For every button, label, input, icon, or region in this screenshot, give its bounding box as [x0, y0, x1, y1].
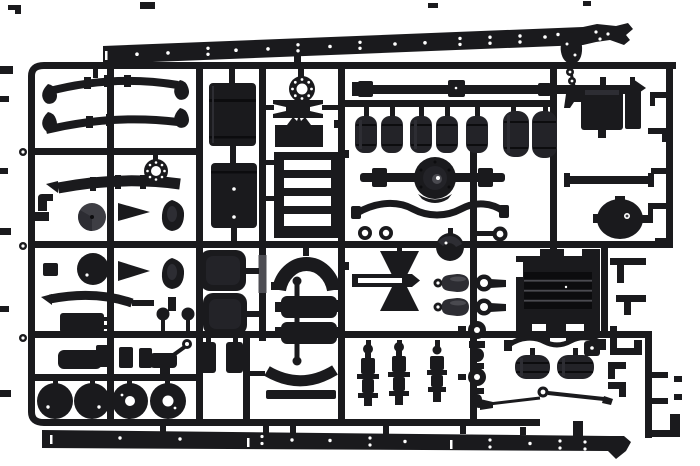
linkages: [475, 386, 613, 410]
crossmembers: [266, 100, 341, 238]
hub-stack: [458, 321, 486, 404]
radiator-plate: [514, 249, 600, 331]
wheel-arch: [271, 248, 341, 292]
brake-drums: [37, 377, 186, 419]
bottom-chassis-rail: [42, 421, 631, 459]
spring-towers: [357, 340, 447, 406]
front-axle: [351, 200, 509, 219]
small-air-tanks: [515, 348, 594, 379]
stabilizer-bar: [504, 335, 606, 351]
right-column-steps: [648, 92, 667, 244]
battery-box: [581, 77, 641, 138]
coupler-parts: [433, 274, 506, 316]
sprue-frame: [19, 50, 676, 438]
hourglass-crossmember: [352, 246, 420, 311]
step-brackets: [584, 258, 682, 437]
engine-block: [275, 276, 343, 366]
rear-axle: [360, 157, 505, 203]
gear-parts: [58, 307, 243, 376]
fuel-tanks: [209, 83, 257, 228]
right-axle-housing: [564, 173, 654, 239]
edge-fragments: [0, 1, 591, 397]
seat-cushions: [200, 250, 259, 335]
bearing-rings: [144, 76, 315, 183]
rear-fender: [250, 365, 338, 399]
mudflaps: [118, 200, 185, 289]
leaf-springs: [38, 68, 189, 311]
air-tanks: [355, 104, 557, 158]
top-chassis-rail: [103, 23, 633, 108]
hub-discs: [35, 203, 109, 285]
tow-rings: [358, 226, 508, 261]
